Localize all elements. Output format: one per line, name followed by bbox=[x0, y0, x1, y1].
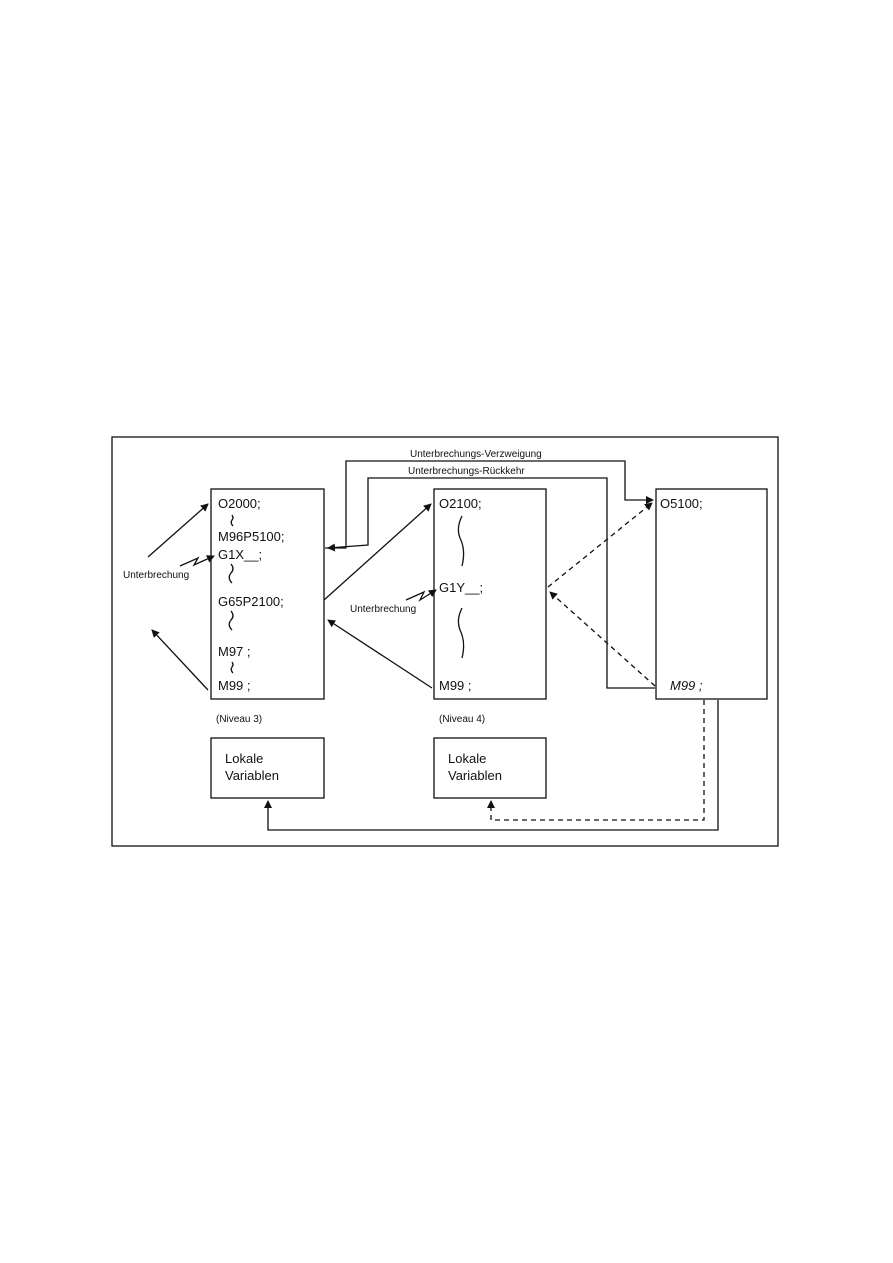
skip-brace bbox=[457, 515, 465, 567]
skip-squiggle bbox=[230, 661, 234, 674]
o2000-line2: M96P5100; bbox=[218, 529, 285, 544]
return-connector bbox=[327, 477, 655, 689]
diagram-frame bbox=[111, 436, 779, 847]
return-label: Unterbrechungs-Rückkehr bbox=[408, 466, 525, 477]
local-vars-box-3 bbox=[210, 737, 325, 799]
o2100-line3: M99 ; bbox=[439, 678, 472, 693]
o2100-line2: G1Y__; bbox=[439, 580, 483, 595]
o5100-line1: O5100; bbox=[660, 496, 703, 511]
call-arrow bbox=[147, 503, 209, 558]
interrupt-zigzag bbox=[179, 555, 215, 567]
o2000-line4: G65P2100; bbox=[218, 594, 284, 609]
branch-dashed bbox=[547, 502, 653, 588]
local-vars-return-dashed bbox=[487, 700, 705, 821]
skip-brace bbox=[457, 607, 465, 659]
local-vars-4-line2: Variablen bbox=[448, 768, 502, 783]
program-box-o5100 bbox=[655, 488, 768, 700]
local-vars-3-line1: Lokale bbox=[225, 751, 263, 766]
return-arrow bbox=[327, 619, 433, 689]
level4-label: (Niveau 4) bbox=[439, 714, 485, 725]
level3-label: (Niveau 3) bbox=[216, 714, 262, 725]
o2000-line6: M99 ; bbox=[218, 678, 251, 693]
skip-squiggle bbox=[230, 514, 234, 527]
o2100-line1: O2100; bbox=[439, 496, 482, 511]
branch-label: Unterbrechungs-Verzweigung bbox=[410, 449, 542, 460]
skip-squiggle bbox=[228, 563, 234, 584]
interrupt-label-mid: Unterbrechung bbox=[350, 604, 416, 615]
return-dashed bbox=[549, 591, 656, 687]
interrupt-label-left: Unterbrechung bbox=[123, 570, 189, 581]
call-arrow bbox=[323, 503, 432, 601]
local-vars-4-line1: Lokale bbox=[448, 751, 486, 766]
local-vars-return bbox=[264, 700, 719, 831]
o5100-line2: M99 ; bbox=[670, 678, 703, 693]
skip-squiggle bbox=[228, 610, 234, 631]
o2000-line3: G1X__; bbox=[218, 547, 262, 562]
return-arrow bbox=[151, 629, 209, 691]
o2000-line5: M97 ; bbox=[218, 644, 251, 659]
program-box-o2100 bbox=[433, 488, 547, 700]
local-vars-box-4 bbox=[433, 737, 547, 799]
o2000-line1: O2000; bbox=[218, 496, 261, 511]
interrupt-zigzag bbox=[405, 589, 437, 602]
branch-connector bbox=[325, 460, 654, 549]
program-box-o2000 bbox=[210, 488, 325, 700]
local-vars-3-line2: Variablen bbox=[225, 768, 279, 783]
